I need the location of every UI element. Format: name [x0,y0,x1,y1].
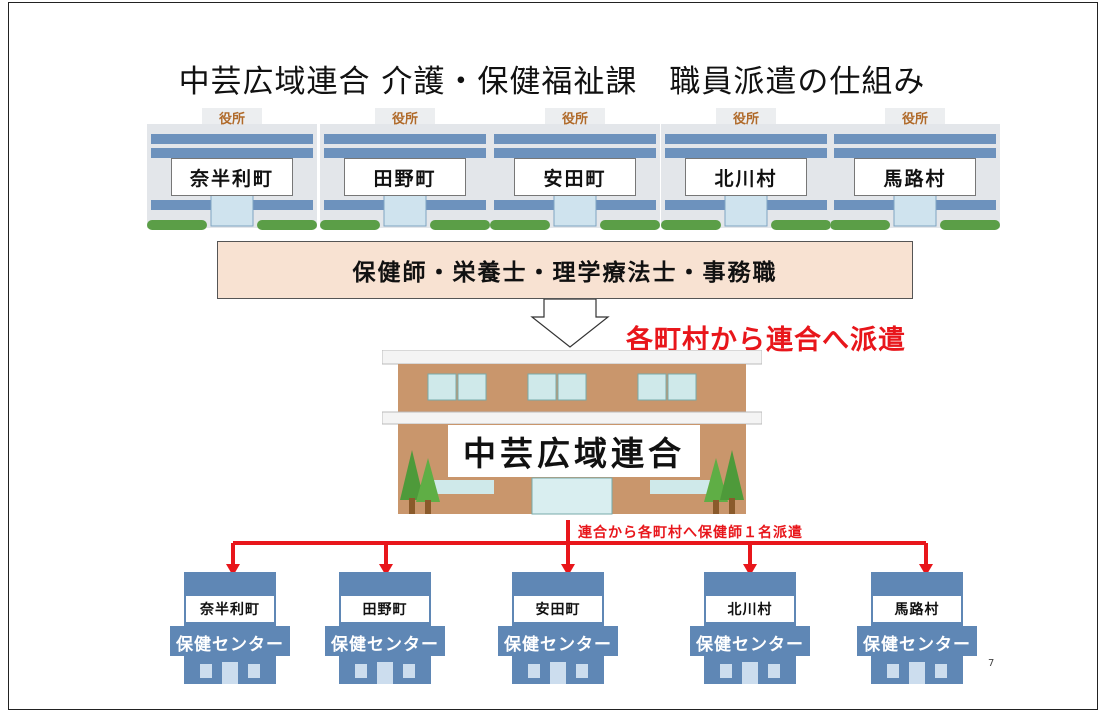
town-hall-sign: 役所 [218,112,245,127]
town-hall-3: 役所 安田町 [490,108,660,232]
health-center-icon [170,572,290,684]
health-center-name: 安田町 [514,596,602,622]
down-arrow-icon [530,299,610,348]
health-center-name: 馬路村 [873,596,961,622]
arrow-head-icon [379,564,393,576]
slide-frame [8,2,1098,710]
arrow-head-icon [919,564,933,576]
page-title: 中芸広域連合 介護・保健福祉課 職員派遣の仕組み [178,64,926,100]
health-center-2: 田野町 保健センター [325,572,445,684]
health-center-5: 馬路村 保健センター [857,572,977,684]
town-hall-5: 役所 馬路村 [830,108,1000,232]
union-building: 中芸広域連合 [382,350,762,520]
health-center-1: 奈半利町 保健センター [170,572,290,684]
town-hall-sign: 役所 [901,112,928,127]
dispatch-to-towns-label: 連合から各町村へ保健師１名派遣 [578,525,803,541]
town-hall-4: 役所 北川村 [661,108,831,232]
page-number: 7 [988,658,995,669]
town-hall-1: 役所 奈半利町 [147,108,317,232]
health-center-name: 奈半利町 [186,596,274,622]
staff-banner: 保健師・栄養士・理学療法士・事務職 [217,241,913,299]
town-hall-name: 馬路村 [854,158,976,196]
health-center-icon [690,572,810,684]
health-center-name: 北川村 [706,596,794,622]
town-hall-name: 北川村 [685,158,807,196]
health-center-sign: 保健センター [504,635,612,655]
health-center-name: 田野町 [341,596,429,622]
union-name: 中芸広域連合 [448,425,700,477]
health-center-sign: 保健センター [331,635,439,655]
health-center-sign: 保健センター [696,635,804,655]
arrow-head-icon [226,564,240,576]
town-hall-name: 奈半利町 [171,158,293,196]
health-center-icon [325,572,445,684]
health-center-4: 北川村 保健センター [690,572,810,684]
town-hall-name: 安田町 [514,158,636,196]
town-hall-sign: 役所 [561,112,588,127]
town-hall-sign: 役所 [391,112,418,127]
arrow-head-icon [743,564,757,576]
health-center-icon [498,572,618,684]
health-center-icon [857,572,977,684]
health-center-3: 安田町 保健センター [498,572,618,684]
health-center-sign: 保健センター [176,635,284,655]
arrow-head-icon [561,564,575,576]
town-hall-name: 田野町 [344,158,466,196]
town-hall-sign: 役所 [732,112,759,127]
health-center-sign: 保健センター [863,635,971,655]
town-hall-2: 役所 田野町 [320,108,490,232]
